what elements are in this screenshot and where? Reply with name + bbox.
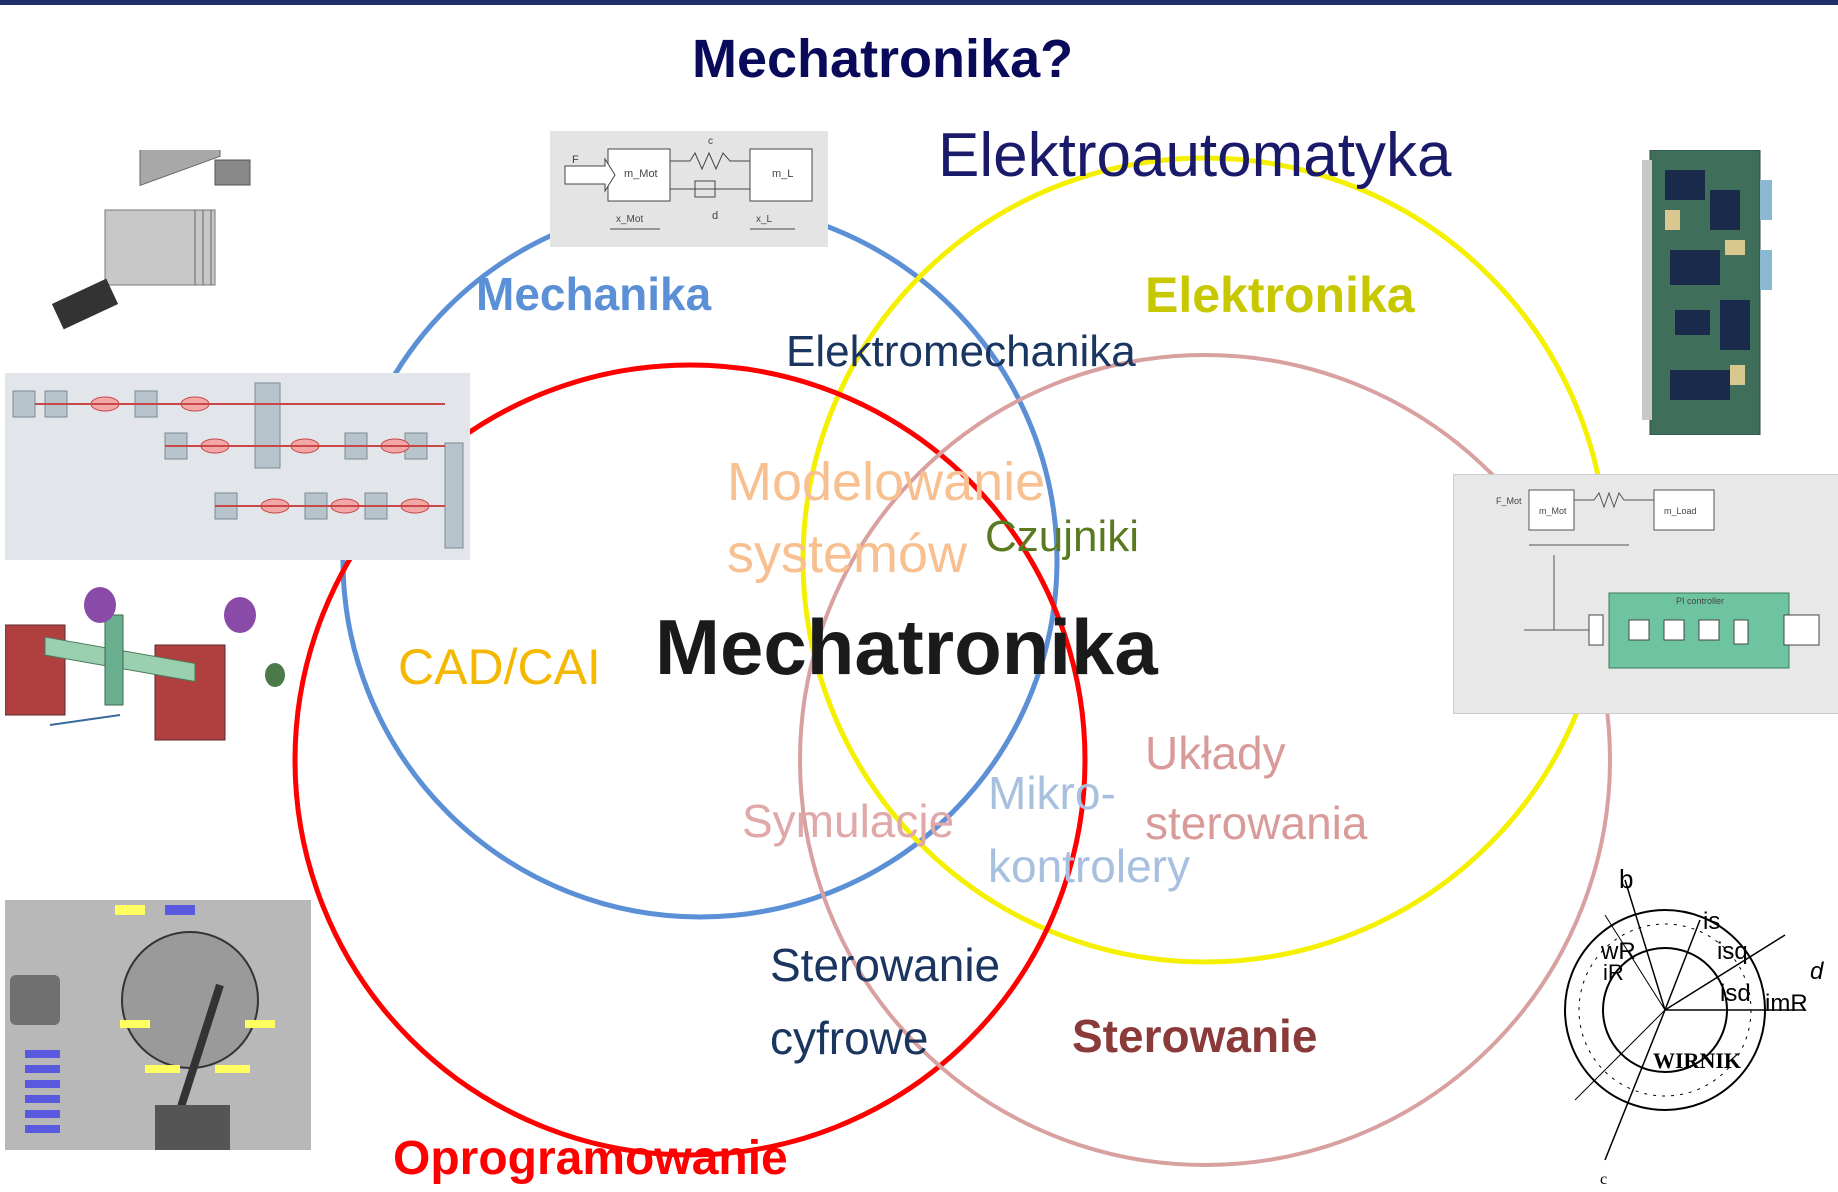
- simulation-gui-image: [5, 900, 311, 1150]
- control-model-mmot: m_Mot: [1539, 506, 1567, 516]
- mass-spring-model: F m_Mot m_L c d x_Mot x_L: [550, 131, 828, 247]
- sterowanie-cyfrowe-label-1: Sterowanie: [770, 939, 1001, 991]
- mass-model-xl: x_L: [756, 214, 773, 225]
- rotor-c: c: [1600, 1171, 1608, 1188]
- actuator-image: [51, 150, 251, 330]
- mikro-label-1: Mikro-: [988, 767, 1116, 819]
- oprogramowanie-label: Oprogramowanie: [393, 1132, 788, 1185]
- control-model-mload: m_Load: [1664, 506, 1697, 516]
- mass-model-ml: m_L: [772, 168, 794, 180]
- control-model: F_Mot m_Mot m_Load PI controller: [1453, 474, 1838, 714]
- page-title: Mechatronika?: [692, 29, 1074, 89]
- top-border: [0, 0, 1838, 5]
- oprogramowanie-circle: [292, 362, 1088, 1158]
- czujniki-label: Czujniki: [985, 512, 1140, 561]
- rotor-is: is: [1703, 908, 1721, 935]
- symulacje-label: Symulacje: [742, 795, 955, 847]
- rotor-wr: wR: [1601, 938, 1636, 965]
- cad-label: CAD/CAI: [398, 639, 601, 695]
- sterowanie-circle: [798, 353, 1612, 1167]
- uklady-label-2: sterowania: [1145, 797, 1368, 849]
- mass-model-c: c: [708, 136, 713, 147]
- rotor-isd: isd: [1720, 980, 1751, 1007]
- mass-model-f: F: [572, 154, 579, 166]
- elektromechanika-label: Elektromechanika: [786, 327, 1136, 376]
- elektroautomatyka-label: Elektroautomatyka: [938, 121, 1452, 190]
- gantry-image: [5, 587, 285, 741]
- mechatronika-center-label: Mechatronika: [655, 603, 1158, 691]
- control-model-pi: PI controller: [1676, 596, 1725, 606]
- modelowanie-label-2: systemów: [727, 524, 968, 584]
- modelowanie-label-1: Modelowanie: [727, 452, 1046, 512]
- control-model-fmot: F_Mot: [1496, 496, 1522, 506]
- rotor-vector-diagram: b wR iR is isq isd imR d WIRNIK c: [1555, 860, 1838, 1188]
- elektronika-label: Elektronika: [1145, 267, 1415, 323]
- mass-model-mmot: m_Mot: [624, 168, 658, 180]
- mikro-label-2: kontrolery: [988, 840, 1190, 892]
- uklady-label-1: Układy: [1145, 727, 1286, 779]
- mass-model-xmot: x_Mot: [616, 214, 644, 225]
- rotor-isq: isq: [1717, 938, 1748, 965]
- rotor-imr: imR: [1765, 990, 1808, 1017]
- rotor-ir: iR: [1603, 960, 1624, 985]
- sterowanie-cyfrowe-label-2: cyfrowe: [770, 1012, 929, 1064]
- rotor-b: b: [1619, 864, 1634, 894]
- rotor-wirnik: WIRNIK: [1653, 1048, 1742, 1073]
- mechanika-label: Mechanika: [476, 268, 712, 320]
- drivetrain-image: [5, 373, 470, 560]
- rotor-d: d: [1810, 958, 1824, 985]
- mass-model-d: d: [712, 210, 719, 222]
- sterowanie-label: Sterowanie: [1072, 1010, 1318, 1062]
- circuit-board-image: [1642, 150, 1772, 435]
